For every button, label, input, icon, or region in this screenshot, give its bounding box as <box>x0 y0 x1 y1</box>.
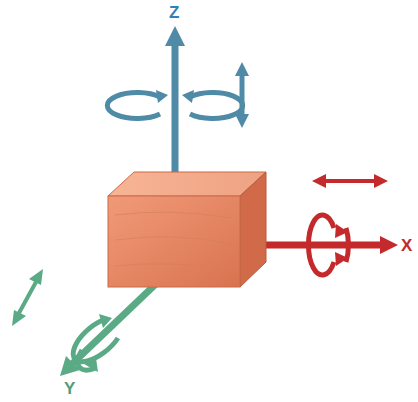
x-axis <box>255 174 398 275</box>
z-axis <box>107 26 249 185</box>
axis-label: X <box>401 237 412 254</box>
axis-label: Y <box>64 380 75 397</box>
wood-block <box>108 172 266 287</box>
axis-label: Z <box>169 4 179 21</box>
